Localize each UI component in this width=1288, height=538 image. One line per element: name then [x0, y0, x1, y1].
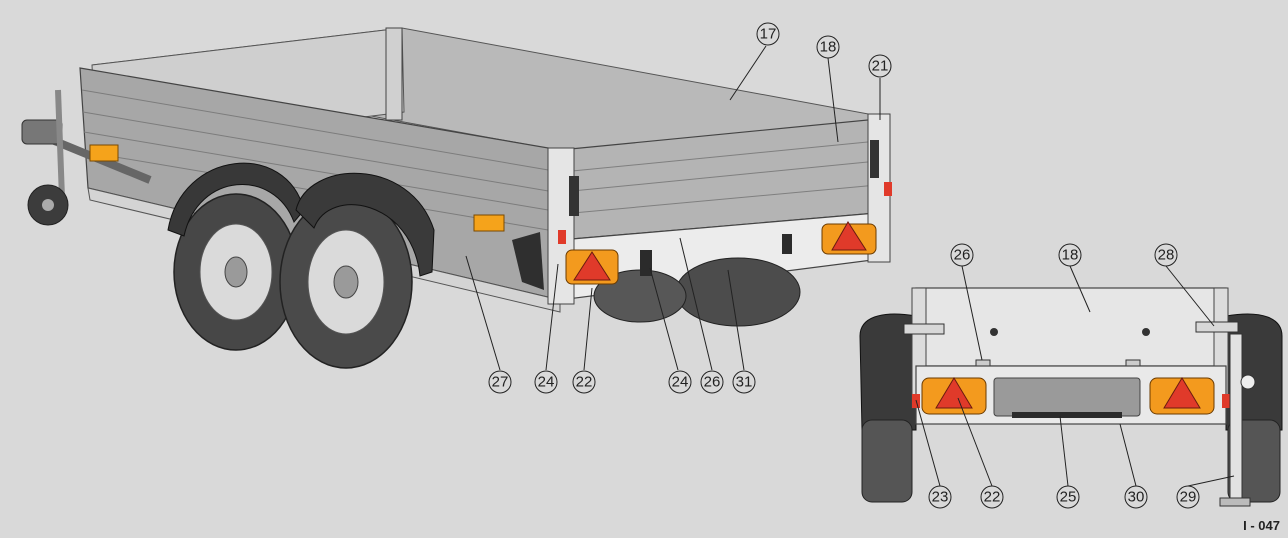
front-axle-hub: [224, 256, 248, 288]
svg-text:30: 30: [1128, 489, 1145, 506]
rear-view-tail-light-left: [921, 377, 987, 415]
lashing-bracket-right: [1195, 321, 1239, 333]
svg-text:23: 23: [932, 489, 949, 506]
svg-text:26: 26: [704, 374, 721, 391]
callout-26-a: 26: [700, 370, 724, 394]
number-plate-light: [1012, 412, 1122, 418]
svg-text:21: 21: [872, 58, 889, 75]
callout-25: 25: [1056, 485, 1080, 509]
svg-text:31: 31: [736, 374, 753, 391]
support-leg-foot: [1219, 497, 1251, 507]
tail-light-right: [821, 221, 877, 255]
trailer-side-view: [21, 27, 892, 369]
callout-30: 30: [1124, 485, 1148, 509]
callout-22-a: 22: [572, 370, 596, 394]
rear-view-tail-light-right: [1149, 377, 1215, 415]
callout-18-side: 18: [816, 35, 840, 59]
side-marker-red: [558, 230, 566, 244]
lashing-bracket-left: [903, 323, 945, 335]
callout-22-b: 22: [980, 485, 1004, 509]
tailgate-bolt-right: [1142, 328, 1150, 336]
far-side-tire: [675, 257, 801, 327]
svg-text:26: 26: [954, 247, 971, 264]
jockey-wheel-hub: [42, 199, 54, 211]
svg-text:25: 25: [1060, 489, 1077, 506]
trailer-rear-view: [859, 287, 1283, 507]
svg-text:22: 22: [984, 489, 1001, 506]
svg-text:17: 17: [760, 26, 777, 43]
callout-31: 31: [732, 370, 756, 394]
svg-text:29: 29: [1180, 489, 1197, 506]
rear-tailgate: [915, 287, 1227, 367]
front-corner-post: [385, 27, 403, 121]
callout-18-rear: 18: [1058, 243, 1082, 267]
rear-axle-hub: [333, 265, 359, 299]
callout-17: 17: [756, 22, 780, 46]
rear-support-wedge: [512, 232, 544, 290]
callout-27: 27: [488, 370, 512, 394]
rear-leader-lines: [915, 265, 1235, 487]
figure-reference: I - 047: [1243, 518, 1280, 533]
svg-text:18: 18: [1062, 247, 1079, 264]
side-marker-red-right: [884, 182, 892, 196]
callout-23: 23: [928, 485, 952, 509]
tailgate-bolt-left: [990, 328, 998, 336]
svg-text:18: 18: [820, 39, 837, 56]
rear-latch-left: [569, 176, 579, 216]
front-side-reflector: [89, 144, 119, 162]
callout-24-a: 24: [534, 370, 558, 394]
rear-latch-right: [870, 140, 879, 178]
side-leader-lines: [465, 45, 881, 371]
callout-29: 29: [1176, 485, 1200, 509]
callout-28: 28: [1154, 243, 1178, 267]
tie-down-point-left: [640, 250, 652, 276]
rear-mudguard: [295, 172, 435, 277]
svg-text:24: 24: [672, 374, 689, 391]
svg-text:24: 24: [538, 374, 555, 391]
tail-light-left: [565, 249, 619, 285]
svg-text:22: 22: [576, 374, 593, 391]
callout-21: 21: [868, 54, 892, 78]
number-plate-holder: [993, 377, 1141, 417]
svg-text:27: 27: [492, 374, 509, 391]
rear-side-reflector: [473, 214, 505, 232]
hitch-coupling: [21, 119, 63, 145]
callout-24-b: 24: [668, 370, 692, 394]
support-leg-knob: [1240, 374, 1256, 390]
rear-view-tire-left: [861, 419, 913, 503]
svg-text:28: 28: [1158, 247, 1175, 264]
tie-down-point-right: [782, 234, 792, 254]
jockey-wheel-stem: [55, 89, 65, 199]
red-reflector-right: [1222, 394, 1230, 408]
support-leg: [1229, 333, 1243, 505]
callout-26-b: 26: [950, 243, 974, 267]
